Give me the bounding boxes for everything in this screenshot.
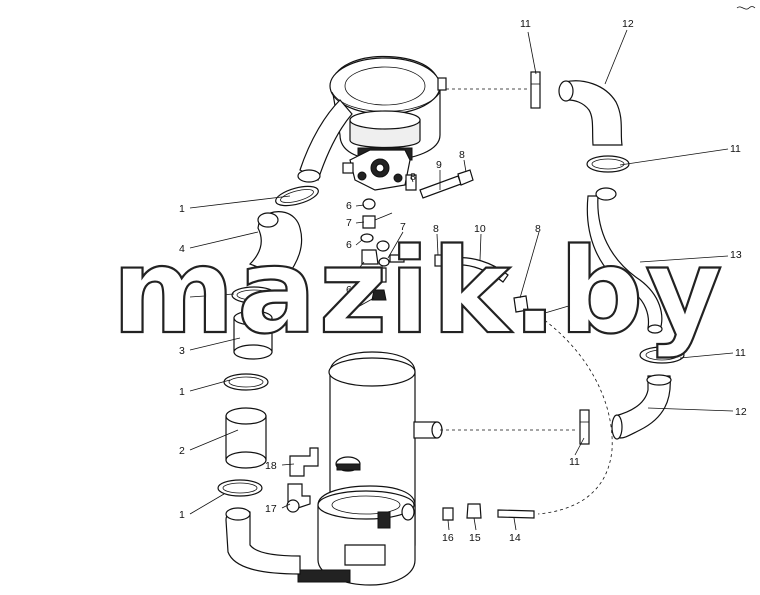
callout-18: 18 xyxy=(265,460,277,472)
callout-17: 17 xyxy=(265,503,277,515)
clamp-1-d xyxy=(217,479,263,497)
callout-12: 12 xyxy=(622,18,634,30)
corner-mark-icon xyxy=(736,6,756,10)
callout-12: 12 xyxy=(735,406,747,418)
clamp-1-a xyxy=(275,185,319,207)
leader-lines xyxy=(189,29,734,531)
callout-14: 14 xyxy=(509,532,521,544)
nut-15 xyxy=(466,503,482,519)
hose-4 xyxy=(248,211,303,279)
watermark-text: mazik.by xyxy=(112,222,724,360)
valve-block xyxy=(342,149,411,191)
callout-11: 11 xyxy=(520,18,531,30)
callout-6: 6 xyxy=(346,284,352,296)
bottom-cup xyxy=(297,485,416,586)
callout-1: 1 xyxy=(179,509,185,521)
callout-5: 5 xyxy=(346,302,352,314)
callout-7: 7 xyxy=(400,221,406,233)
callout-1: 1 xyxy=(179,386,185,398)
clamp-11-a xyxy=(586,155,630,173)
clip-11-bottom xyxy=(579,409,590,445)
elbow-12-top xyxy=(558,80,623,146)
callout-13: 13 xyxy=(730,249,742,261)
clamp-11-b xyxy=(639,346,685,364)
clamp-1-b xyxy=(231,286,277,304)
hose-10 xyxy=(455,257,509,283)
callout-11: 11 xyxy=(730,143,741,155)
clamp-1-c xyxy=(223,373,269,391)
callout-8: 8 xyxy=(535,223,541,235)
callout-9: 9 xyxy=(436,159,442,171)
nut-16 xyxy=(442,507,454,521)
small-fitting-8 xyxy=(434,254,443,267)
callout-11: 11 xyxy=(735,347,746,359)
hose-2 xyxy=(225,407,267,469)
fittings-group xyxy=(360,174,417,301)
callout-15: 15 xyxy=(469,532,481,544)
pipe-13 xyxy=(586,187,663,334)
callout-7: 7 xyxy=(346,217,352,229)
callout-6: 6 xyxy=(346,239,352,251)
callout-11: 11 xyxy=(569,456,580,468)
callout-4: 4 xyxy=(179,243,185,255)
callout-3: 3 xyxy=(179,345,185,357)
clip-11-top xyxy=(530,71,541,109)
callout-10: 10 xyxy=(474,223,486,235)
callout-14: 14 xyxy=(574,299,586,311)
fitting-17 xyxy=(286,483,311,513)
callout-1: 1 xyxy=(179,292,185,304)
elbow-12-bottom xyxy=(611,374,672,440)
callout-8: 8 xyxy=(459,149,465,161)
tube-14 xyxy=(497,509,535,519)
fitting-18 xyxy=(289,447,319,477)
lower-elbow-pipe xyxy=(225,507,301,575)
callout-8: 8 xyxy=(410,171,416,183)
callout-5: 5 xyxy=(346,266,352,278)
callout-2: 2 xyxy=(179,445,185,457)
nut-8 xyxy=(513,295,529,313)
hose-3 xyxy=(233,310,273,360)
callout-labels: 11 12 11 13 11 12 11 1 4 1 3 1 2 1 18 17… xyxy=(179,18,747,544)
tube-9 xyxy=(419,169,474,199)
callout-8: 8 xyxy=(433,223,439,235)
dashed-connectors xyxy=(440,88,613,515)
callout-6: 6 xyxy=(346,200,352,212)
callout-1: 1 xyxy=(179,203,185,215)
callout-16: 16 xyxy=(442,532,454,544)
